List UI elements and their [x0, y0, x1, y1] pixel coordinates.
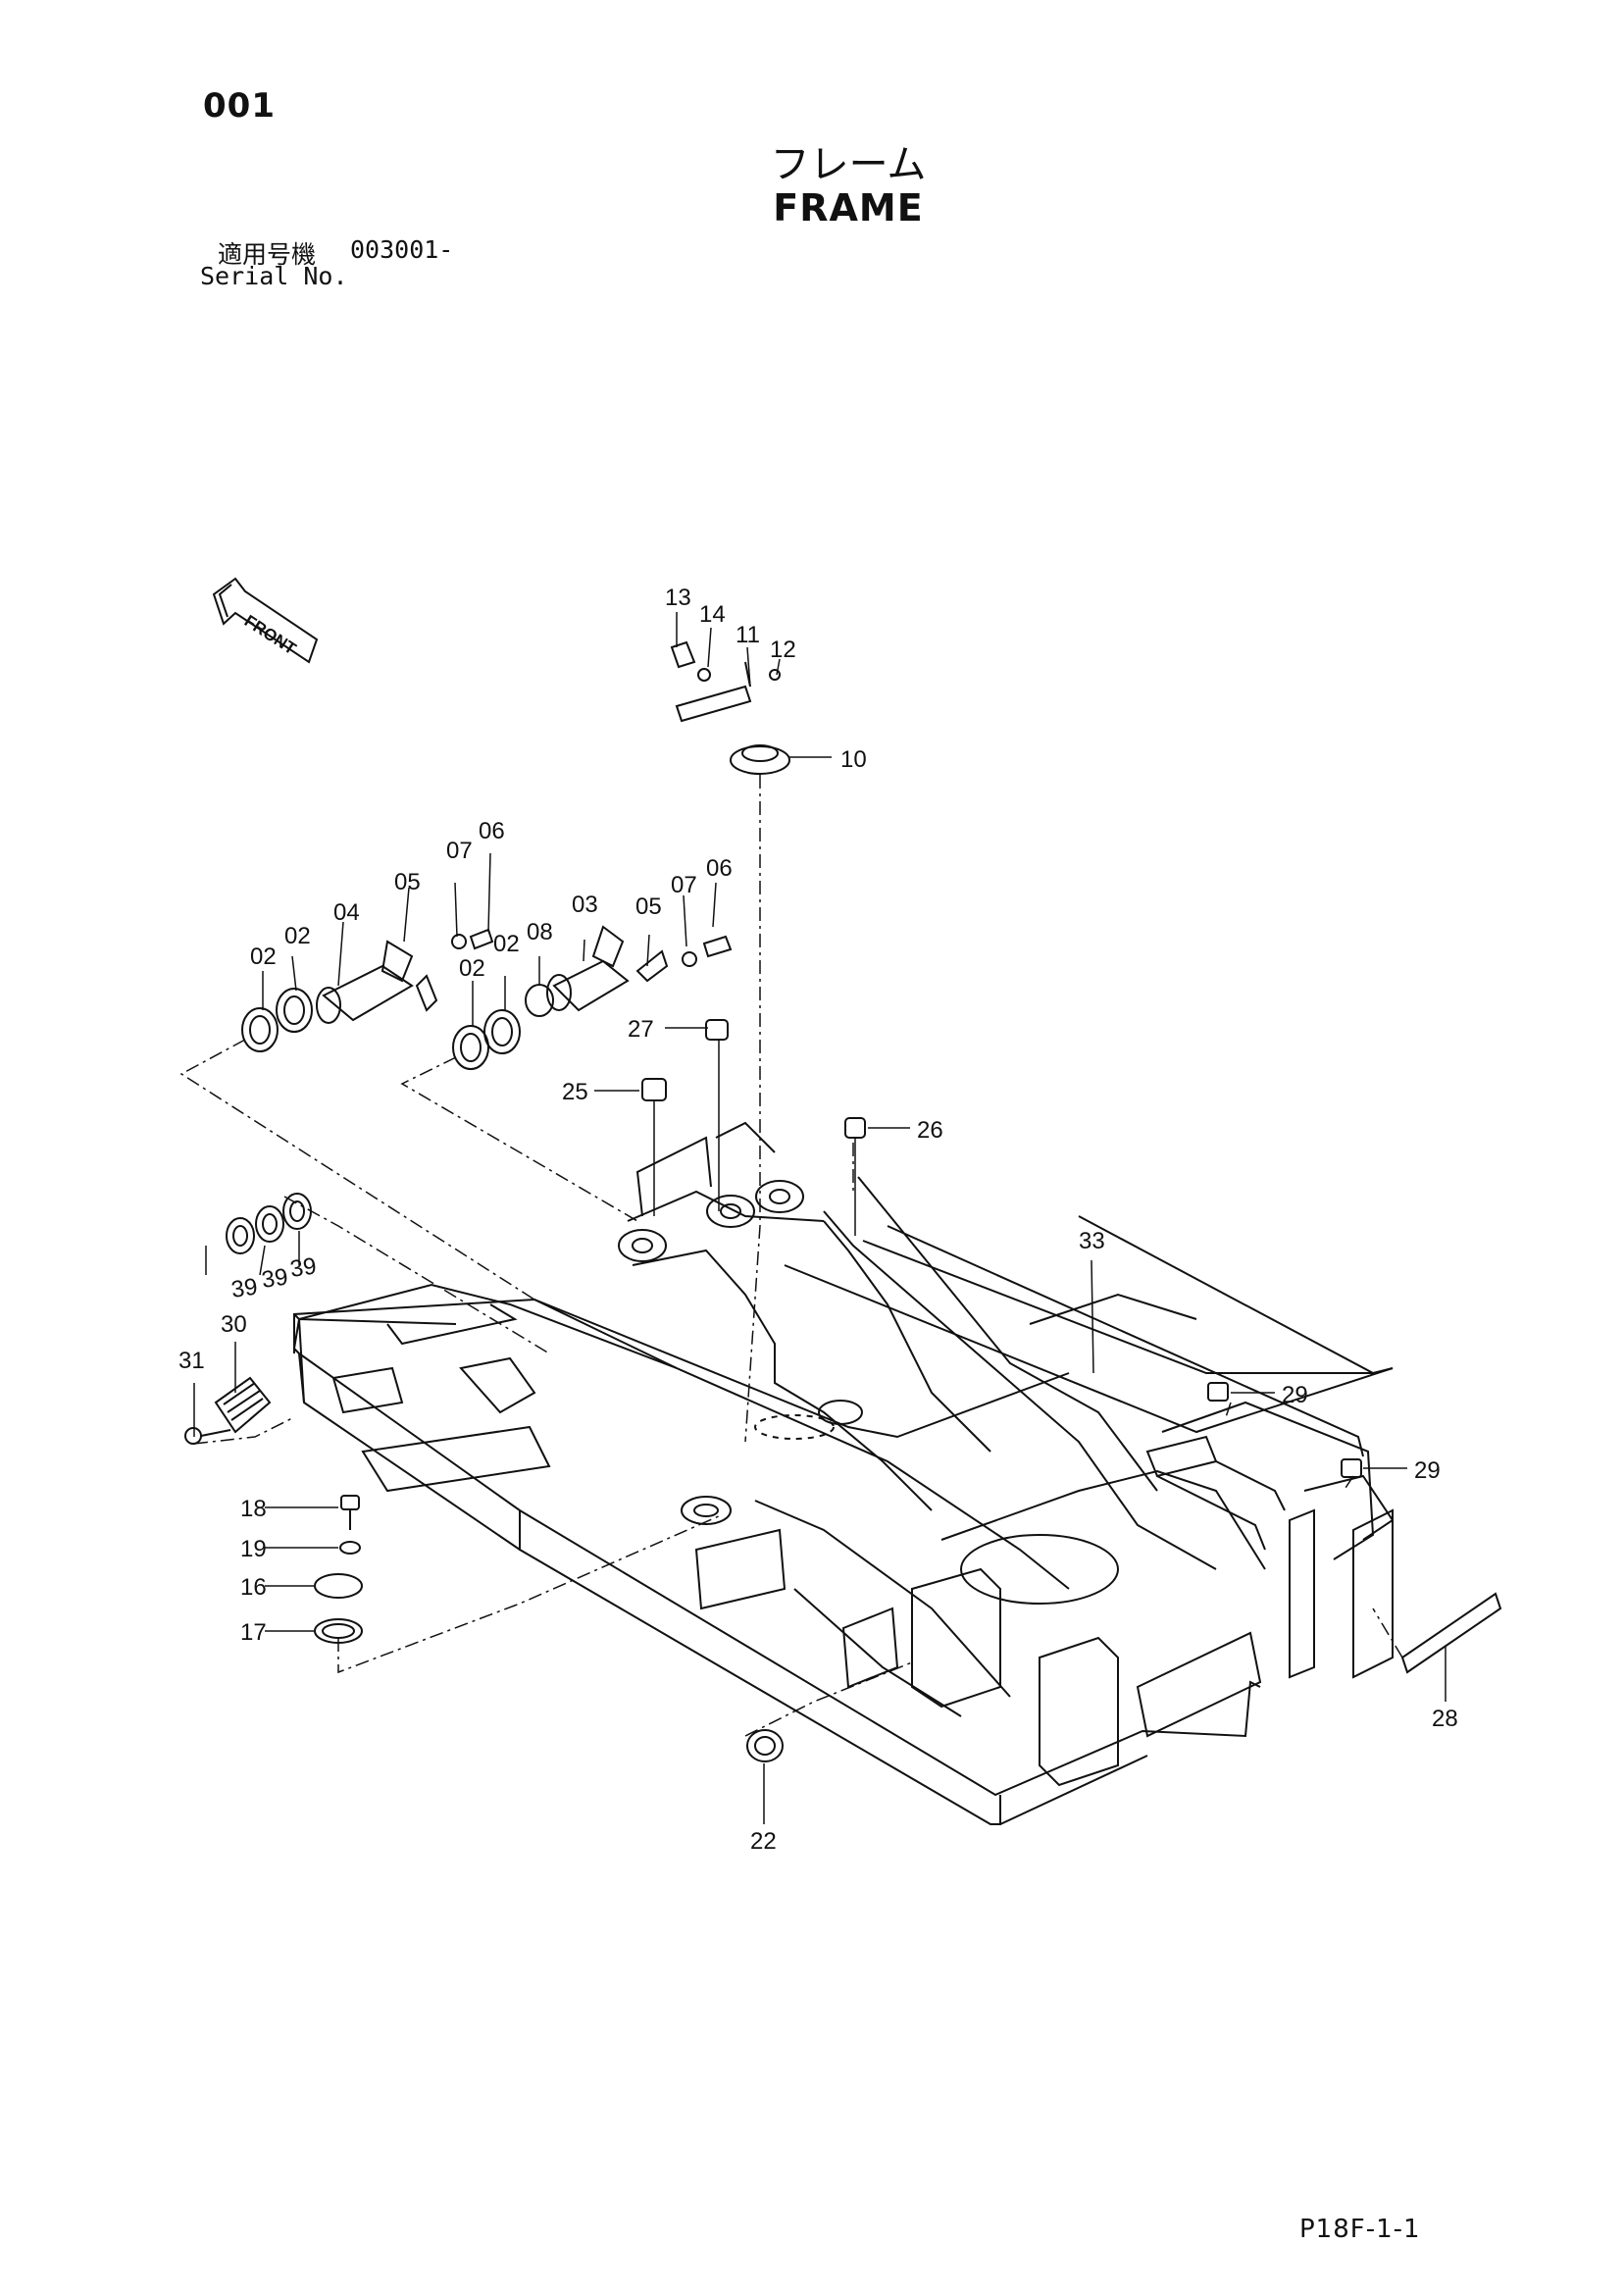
- callout-13: 13: [665, 585, 691, 611]
- callout-labels: 13 14 11 12 10 06 07 05 04 02 02 06 07 0…: [178, 585, 1458, 1855]
- callout-03: 03: [572, 892, 598, 918]
- callout-26: 26: [917, 1117, 943, 1144]
- title-japanese: フレーム: [770, 142, 927, 187]
- callout-07-left: 07: [446, 838, 473, 864]
- callout-08: 08: [527, 919, 553, 945]
- upper-stopper-parts: [670, 640, 790, 775]
- callout-12: 12: [770, 637, 796, 663]
- callout-02-c: 02: [493, 931, 520, 957]
- callout-02-a: 02: [284, 923, 311, 949]
- callout-27: 27: [628, 1016, 654, 1043]
- callout-04: 04: [333, 899, 360, 926]
- callout-10: 10: [840, 746, 867, 773]
- main-frame: [292, 1121, 1395, 1825]
- callout-17: 17: [240, 1619, 267, 1646]
- leader-lines: [193, 612, 1446, 1824]
- page-number: 001: [203, 86, 276, 126]
- callout-11: 11: [736, 622, 760, 648]
- assembly-lines: [179, 775, 1403, 1737]
- callout-02-b: 02: [250, 944, 277, 970]
- serial-label-english: Serial No.: [200, 262, 348, 290]
- front-arrow-icon: FRONT: [212, 577, 319, 664]
- serial-value: 003001-: [350, 235, 454, 264]
- callout-06-left: 06: [479, 818, 505, 844]
- callout-39-c: 39: [288, 1252, 318, 1282]
- page-code: P18F-1-1: [1299, 2215, 1421, 2244]
- callout-14: 14: [699, 601, 726, 628]
- callout-16: 16: [240, 1574, 267, 1601]
- callout-05-right: 05: [635, 893, 662, 920]
- callout-25: 25: [562, 1079, 588, 1105]
- boom-foot-pins: [241, 925, 733, 1070]
- callout-05-left: 05: [394, 869, 421, 895]
- callout-29-b: 29: [1414, 1457, 1441, 1484]
- callout-28: 28: [1432, 1706, 1458, 1732]
- callout-07-right: 07: [671, 872, 697, 898]
- callout-39-b: 39: [260, 1263, 289, 1293]
- callout-39-a: 39: [229, 1273, 259, 1302]
- title-english: FRAME: [773, 186, 924, 230]
- callout-30: 30: [221, 1311, 247, 1338]
- callout-33: 33: [1079, 1228, 1105, 1254]
- callout-29-a: 29: [1282, 1382, 1308, 1408]
- callout-18: 18: [240, 1496, 267, 1522]
- callout-02-d: 02: [459, 955, 485, 982]
- callout-19: 19: [240, 1536, 267, 1562]
- callout-31: 31: [178, 1348, 205, 1374]
- callout-06-right: 06: [706, 855, 733, 882]
- callout-22: 22: [750, 1828, 777, 1855]
- serial-label-japanese: 適用号機: [218, 240, 317, 269]
